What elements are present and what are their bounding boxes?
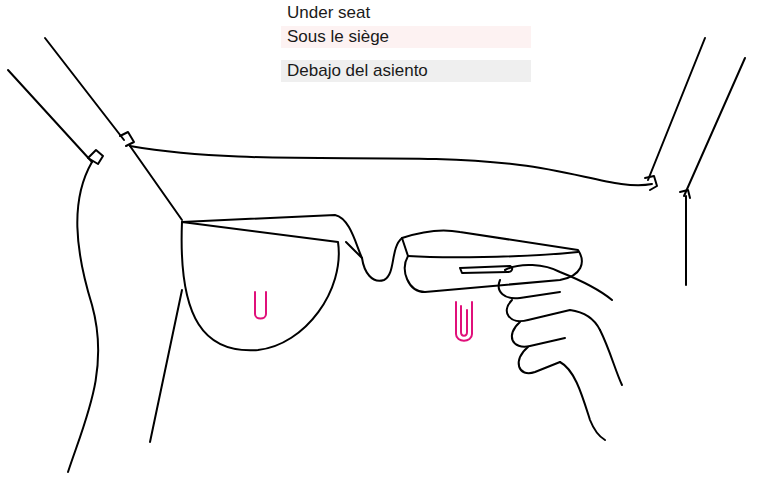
- hand: [560, 362, 605, 440]
- seat-edge: [130, 146, 652, 185]
- caption-label: Under seat: [281, 2, 376, 24]
- hand: [600, 330, 622, 385]
- buckle: [402, 230, 582, 292]
- seat-crease: [150, 290, 182, 442]
- rail-joint: [88, 132, 134, 164]
- right-rail: [648, 38, 745, 196]
- clip-symbol: [456, 302, 472, 341]
- buckle-edge: [408, 252, 578, 257]
- left-rail: [8, 38, 124, 162]
- seat-side: [68, 162, 98, 472]
- hand: [505, 265, 612, 300]
- pocket: [182, 222, 339, 350]
- hand: [499, 280, 560, 298]
- rail-joint: [645, 176, 690, 198]
- caption-label: Sous le siège: [281, 26, 531, 48]
- clip-symbol: [255, 292, 266, 319]
- notch: [362, 238, 402, 281]
- seat-crease: [130, 146, 182, 220]
- seat-side: [685, 196, 687, 285]
- pocket-flap: [182, 215, 362, 258]
- hand: [507, 300, 600, 330]
- caption-label: Debajo del asiento: [281, 60, 531, 82]
- hand: [512, 322, 565, 347]
- hand: [519, 347, 560, 373]
